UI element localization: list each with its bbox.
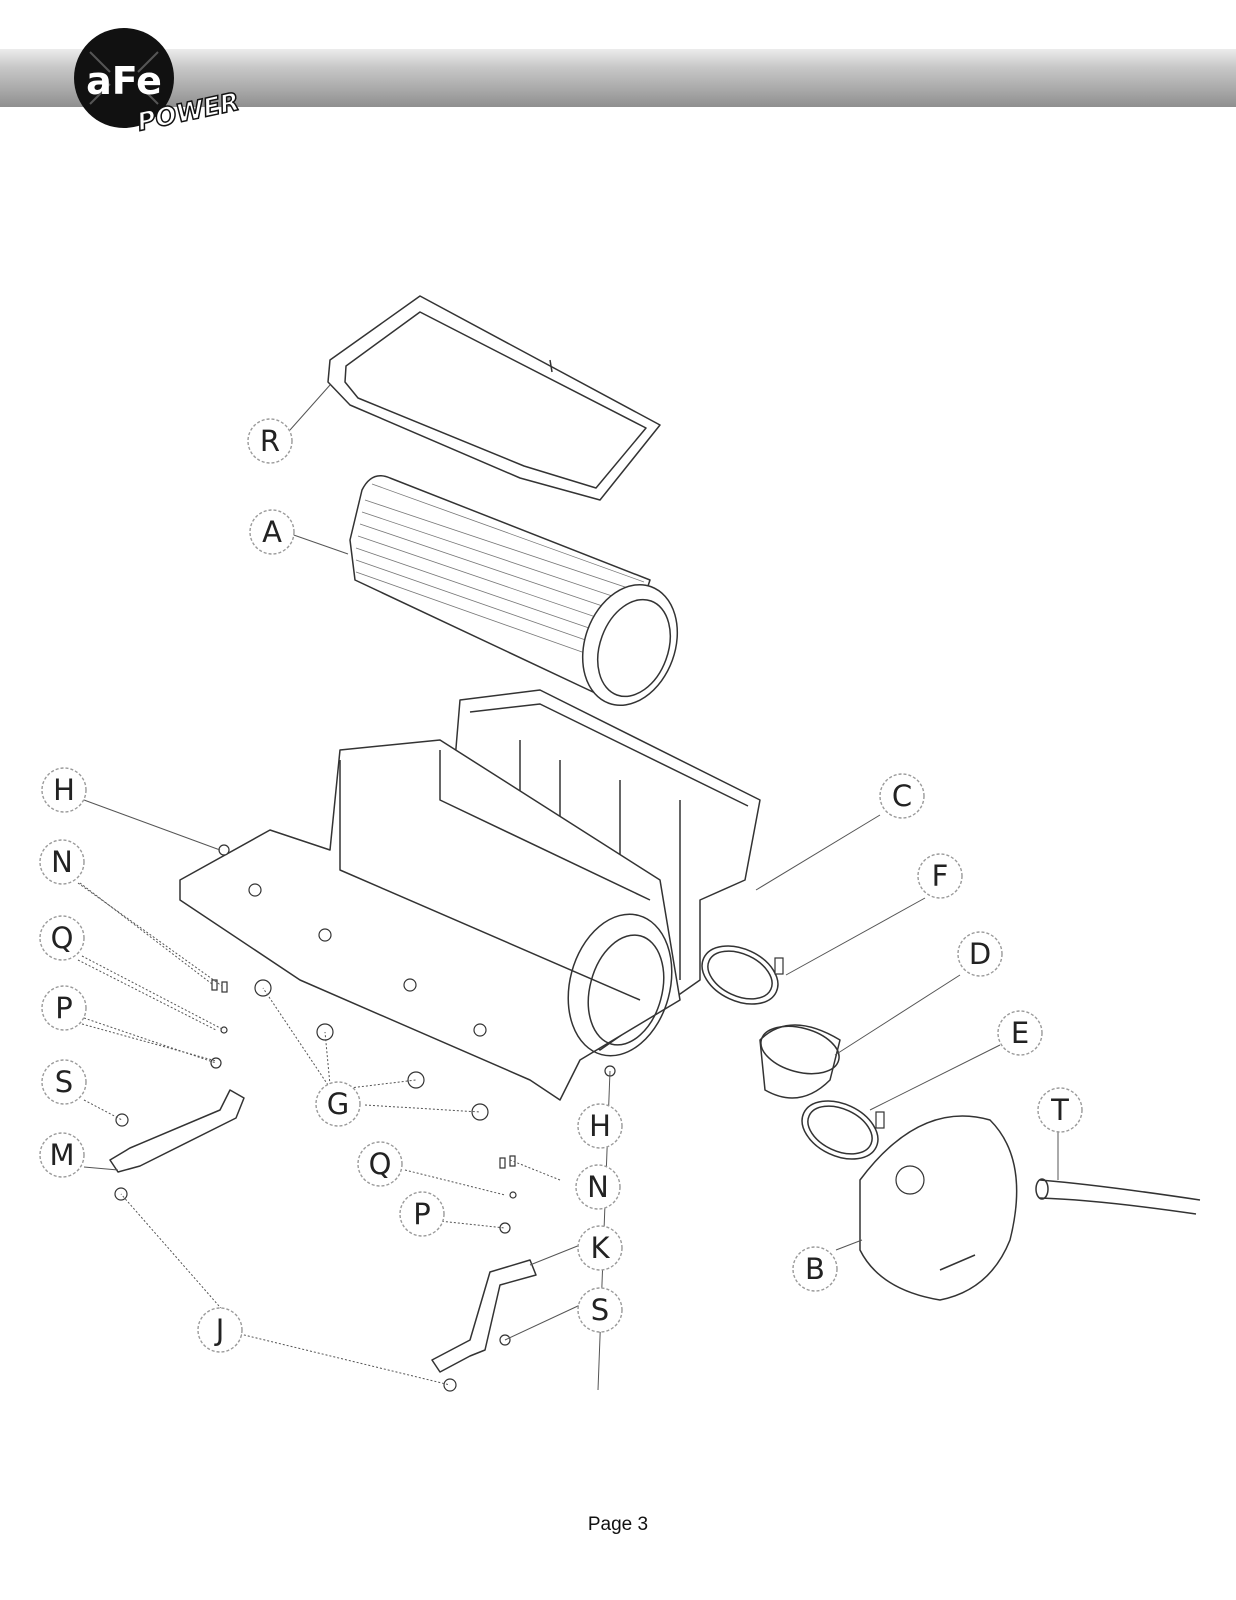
svg-text:R: R [260, 424, 280, 458]
page-number: Page 3 [587, 1514, 649, 1535]
svg-text:P: P [55, 991, 73, 1025]
svg-text:S: S [591, 1293, 609, 1327]
callout-b: B [792, 1246, 838, 1292]
callout-d: D [957, 931, 1003, 977]
callout-k: K [577, 1225, 623, 1271]
svg-text:H: H [589, 1109, 611, 1143]
part-d-coupler [759, 1024, 841, 1099]
svg-text:F: F [932, 859, 949, 893]
callout-g: G [315, 1081, 361, 1127]
header-bar [0, 49, 1236, 107]
part-e-clamp [801, 1100, 885, 1160]
svg-text:N: N [51, 845, 73, 879]
part-base-tray [179, 739, 681, 1101]
callout-e: E [997, 1010, 1043, 1056]
callout-n-2: N [575, 1164, 621, 1210]
svg-text:K: K [590, 1231, 610, 1265]
callout-h-2: H [577, 1103, 623, 1149]
callout-q: Q [39, 915, 85, 961]
svg-text:E: E [1011, 1016, 1029, 1050]
part-b-cover [859, 1115, 1018, 1301]
callout-p-2: P [399, 1191, 445, 1237]
callout-f: F [917, 853, 963, 899]
callout-j: J [197, 1307, 243, 1353]
svg-text:H: H [53, 773, 75, 807]
callout-t: T [1037, 1087, 1083, 1133]
callout-p: P [41, 985, 87, 1031]
svg-text:P: P [413, 1197, 431, 1231]
svg-text:A: A [262, 515, 282, 549]
svg-text:J: J [214, 1313, 225, 1347]
callout-s-2: S [577, 1287, 623, 1333]
callout-h: H [41, 767, 87, 813]
svg-text:B: B [805, 1252, 825, 1286]
svg-text:T: T [1050, 1093, 1069, 1127]
svg-text:N: N [587, 1170, 609, 1204]
callout-n: N [39, 839, 85, 885]
part-a-air-filter [349, 475, 679, 707]
callout-c: C [879, 773, 925, 819]
afe-power-logo: aFe POWER [74, 28, 243, 137]
svg-text:G: G [327, 1087, 349, 1121]
part-r-gasket [327, 295, 661, 501]
callout-r: R [247, 418, 293, 464]
part-k-bracket [431, 1259, 537, 1373]
hardware-pieces [114, 844, 616, 1392]
part-f-clamp [701, 945, 784, 1005]
svg-text:D: D [969, 937, 991, 971]
leader-lines [77, 384, 1059, 1391]
part-t-hose [1035, 1178, 1201, 1215]
part-m-bracket [109, 1089, 245, 1173]
svg-text:Q: Q [369, 1147, 392, 1181]
logo-brand: aFe [86, 59, 162, 103]
callout-q-2: Q [357, 1141, 403, 1187]
svg-text:C: C [892, 779, 912, 813]
svg-text:Q: Q [51, 921, 74, 955]
callout-a: A [249, 509, 295, 555]
callout-s: S [41, 1059, 87, 1105]
callout-m: M [39, 1132, 85, 1178]
svg-text:M: M [49, 1138, 74, 1172]
svg-text:S: S [55, 1065, 73, 1099]
